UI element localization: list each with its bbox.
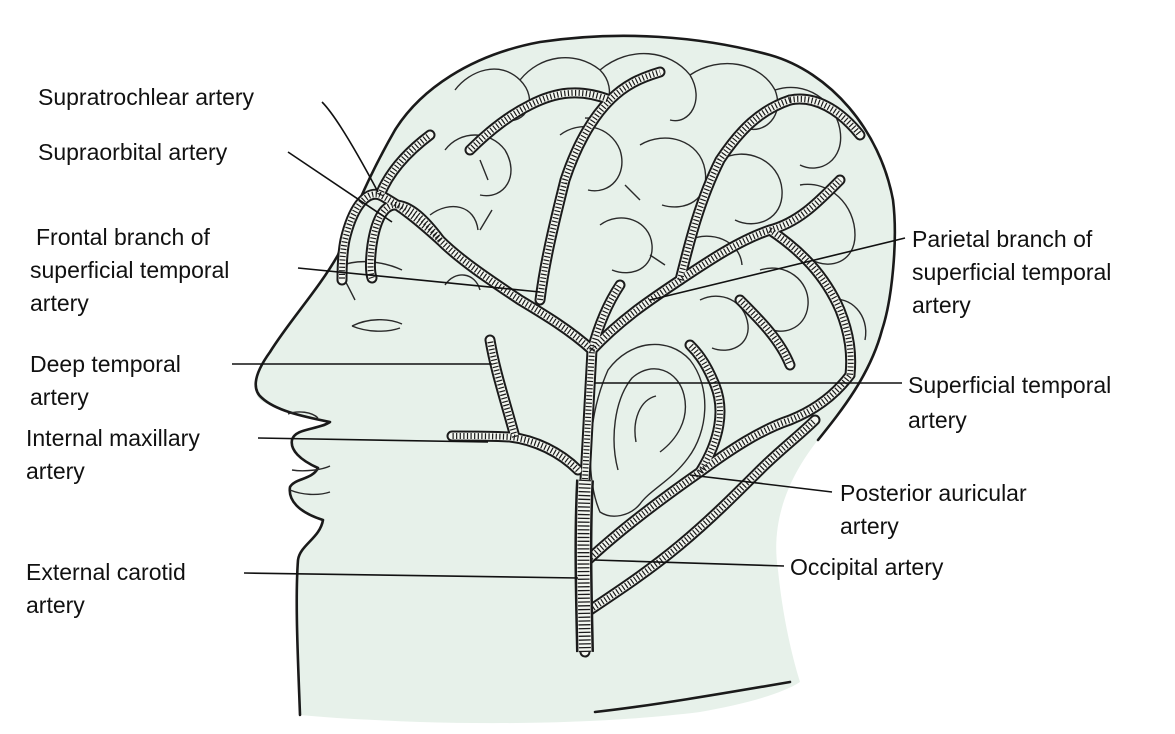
label-frontal-line2: superficial temporal bbox=[30, 257, 229, 283]
head-silhouette bbox=[255, 36, 894, 723]
label-parietal-line3: artery bbox=[912, 292, 971, 318]
label-external-carotid-line2: artery bbox=[26, 592, 85, 618]
label-supraorbital: Supraorbital artery bbox=[38, 139, 228, 165]
label-internal-maxillary-line2: artery bbox=[26, 458, 85, 484]
label-parietal-line1: Parietal branch of bbox=[912, 226, 1093, 252]
label-occipital: Occipital artery bbox=[790, 554, 944, 580]
label-deep-temporal-line1: Deep temporal bbox=[30, 351, 181, 377]
external-carotid-trunk bbox=[583, 480, 585, 652]
label-parietal-line2: superficial temporal bbox=[912, 259, 1111, 285]
label-internal-maxillary-line1: Internal maxillary bbox=[26, 425, 200, 451]
label-frontal-line1: Frontal branch of bbox=[36, 224, 210, 250]
label-superficial-temporal-line1: Superficial temporal bbox=[908, 372, 1111, 398]
labels-left: Supratrochlear artery Supraorbital arter… bbox=[26, 84, 255, 618]
label-supratrochlear: Supratrochlear artery bbox=[38, 84, 255, 110]
label-external-carotid-line1: External carotid bbox=[26, 559, 186, 585]
label-superficial-temporal-line2: artery bbox=[908, 407, 967, 433]
label-deep-temporal-line2: artery bbox=[30, 384, 89, 410]
label-posterior-auricular-line1: Posterior auricular bbox=[840, 480, 1027, 506]
head-fill bbox=[255, 36, 894, 723]
label-posterior-auricular-line2: artery bbox=[840, 513, 899, 539]
label-frontal-line3: artery bbox=[30, 290, 89, 316]
